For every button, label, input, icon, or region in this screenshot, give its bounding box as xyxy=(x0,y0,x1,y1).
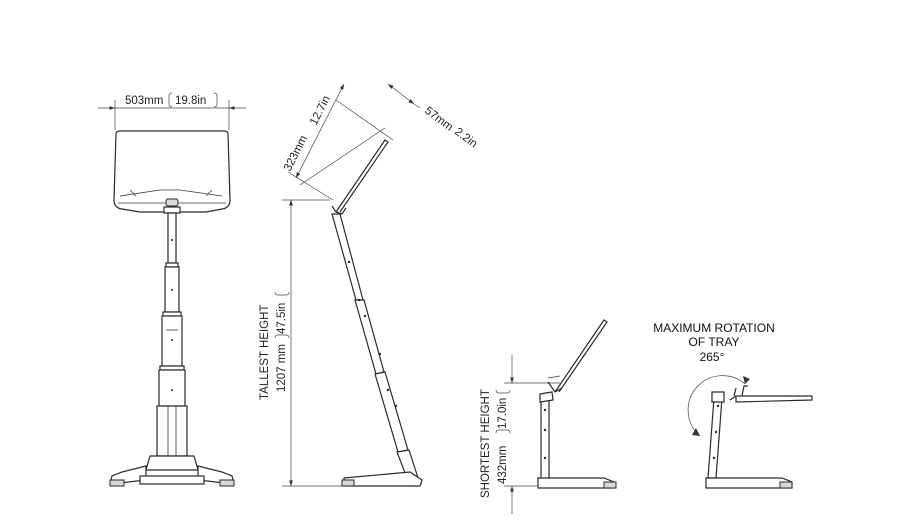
width-mm-label: 503mm xyxy=(125,95,163,107)
lip-in: 2.2in xyxy=(452,126,479,151)
tallest-height-label: TALLEST HEIGHT xyxy=(259,305,271,400)
tray-length-in: 12.7in xyxy=(308,94,333,127)
shortest-height-label: SHORTEST HEIGHT xyxy=(480,389,492,498)
rotation-view: MAXIMUM ROTATION OF TRAY 265° xyxy=(653,321,813,489)
rotation-caption-line2: OF TRAY xyxy=(689,335,740,349)
tallest-height-in: 47.5in xyxy=(276,303,288,334)
front-view: 503mm 19.8in xyxy=(98,92,246,487)
lip-dimension: 57mm 2.2in xyxy=(387,83,479,151)
shortest-height-in: 17.0in xyxy=(497,398,509,429)
rotation-stand xyxy=(705,385,813,489)
short-stand xyxy=(537,319,617,489)
side-view-tall: TALLEST HEIGHT 1207 mm 47.5in 323mm 12.7… xyxy=(259,83,479,487)
side-view-short: SHORTEST HEIGHT 432mm 17.0in xyxy=(480,319,617,514)
rotation-angle: 265° xyxy=(700,350,725,364)
front-base xyxy=(109,455,235,487)
width-dimension: 503mm 19.8in xyxy=(98,92,246,130)
tray-length-dimension: 323mm 12.7in xyxy=(282,83,394,201)
front-pole xyxy=(156,212,188,457)
tray-length-mm: 323mm xyxy=(282,134,310,174)
lip-mm: 57mm xyxy=(422,105,455,134)
shortest-height-dimension: SHORTEST HEIGHT 432mm 17.0in xyxy=(480,355,560,514)
tallest-height-dimension: TALLEST HEIGHT 1207 mm 47.5in xyxy=(259,199,350,487)
tall-stand xyxy=(331,139,423,487)
front-tray xyxy=(113,130,231,214)
tallest-height-mm: 1207 mm xyxy=(276,344,288,392)
width-in-label: 19.8in xyxy=(175,95,206,107)
shortest-height-mm: 432mm xyxy=(497,446,509,484)
rotation-arc xyxy=(687,375,746,437)
rotation-caption-line1: MAXIMUM ROTATION xyxy=(653,321,775,335)
